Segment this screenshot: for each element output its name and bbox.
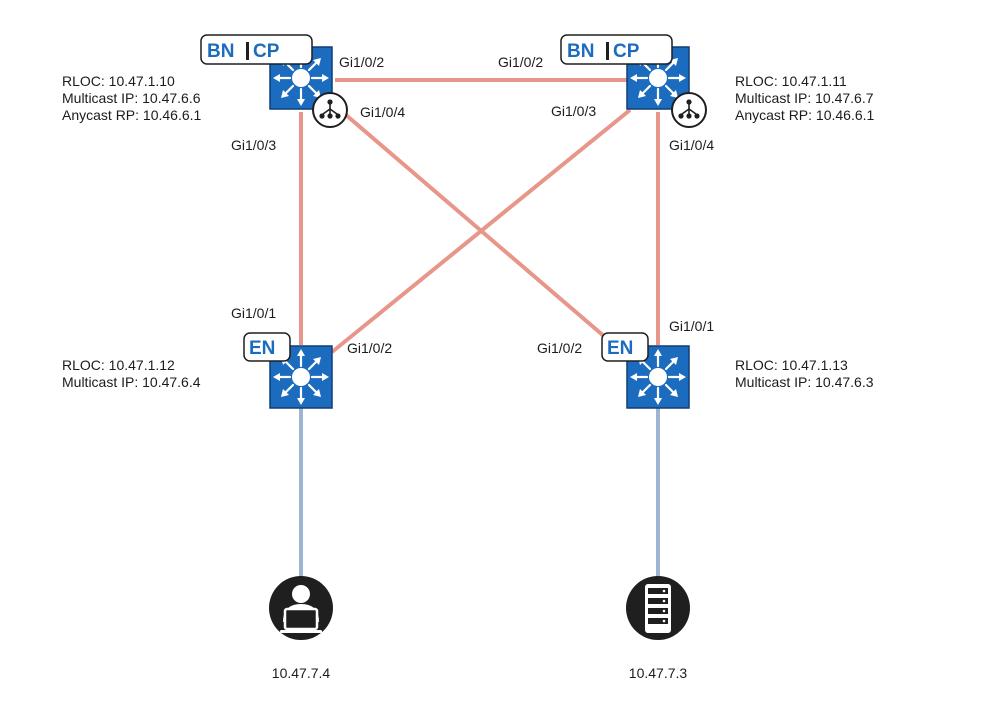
server-endpoint: 10.47.7.3 bbox=[626, 576, 690, 681]
role-tag-box bbox=[560, 34, 673, 65]
rloc-label: RLOC: 10.47.1.12 bbox=[62, 357, 175, 373]
role-tag-box bbox=[243, 332, 291, 362]
role-tag-cp: CP bbox=[253, 41, 280, 62]
role-tag-en: EN bbox=[249, 338, 275, 359]
port-label: Gi1/0/2 bbox=[498, 54, 543, 70]
user-endpoint: 10.47.7.4 bbox=[269, 576, 333, 681]
bncp-left-info: RLOC: 10.47.1.10 Multicast IP: 10.47.6.6… bbox=[62, 73, 202, 123]
role-tag-bn: BN bbox=[567, 41, 594, 62]
en-right-info: RLOC: 10.47.1.13 Multicast IP: 10.47.6.3 bbox=[735, 357, 874, 390]
port-label: Gi1/0/3 bbox=[551, 103, 596, 119]
multicast-rp-icon bbox=[312, 92, 348, 128]
anycast-rp-label: Anycast RP: 10.46.6.1 bbox=[735, 107, 875, 123]
port-labels: Gi1/0/2 Gi1/0/2 Gi1/0/4 Gi1/0/3 Gi1/0/3 … bbox=[231, 54, 714, 356]
port-label: Gi1/0/1 bbox=[231, 305, 276, 321]
rloc-label: RLOC: 10.47.1.13 bbox=[735, 357, 848, 373]
server-ip-label: 10.47.7.3 bbox=[629, 665, 688, 681]
en-right-switch: EN bbox=[601, 332, 690, 409]
bncp-left-switch: BN CP bbox=[200, 34, 348, 128]
access-links bbox=[299, 408, 660, 578]
multicast-ip-label: Multicast IP: 10.47.6.7 bbox=[735, 90, 874, 106]
port-label: Gi1/0/3 bbox=[231, 137, 276, 153]
multicast-ip-label: Multicast IP: 10.47.6.6 bbox=[62, 90, 201, 106]
port-label: Gi1/0/4 bbox=[669, 137, 714, 153]
user-ip-label: 10.47.7.4 bbox=[272, 665, 331, 681]
bncp-right-info: RLOC: 10.47.1.11 Multicast IP: 10.47.6.7… bbox=[735, 73, 875, 123]
port-label: Gi1/0/1 bbox=[669, 318, 714, 334]
port-label: Gi1/0/2 bbox=[339, 54, 384, 70]
role-tag-divider bbox=[606, 42, 609, 60]
en-left-switch: EN bbox=[243, 332, 333, 409]
link-bncp-right-to-en-left bbox=[330, 108, 632, 354]
bncp-right-switch: BN CP bbox=[560, 34, 707, 128]
en-left-info: RLOC: 10.47.1.12 Multicast IP: 10.47.6.4 bbox=[62, 357, 201, 390]
anycast-rp-label: Anycast RP: 10.46.6.1 bbox=[62, 107, 202, 123]
port-label: Gi1/0/2 bbox=[537, 340, 582, 356]
multicast-rp-icon bbox=[671, 92, 707, 128]
multicast-ip-label: Multicast IP: 10.47.6.3 bbox=[735, 374, 874, 390]
rloc-label: RLOC: 10.47.1.11 bbox=[735, 73, 847, 89]
user-laptop-icon bbox=[269, 576, 333, 640]
rloc-label: RLOC: 10.47.1.10 bbox=[62, 73, 175, 89]
role-tag-cp: CP bbox=[613, 41, 640, 62]
multicast-ip-label: Multicast IP: 10.47.6.4 bbox=[62, 374, 201, 390]
port-label: Gi1/0/2 bbox=[347, 340, 392, 356]
link-bncp-left-to-en-right bbox=[330, 101, 628, 357]
role-tag-bn: BN bbox=[207, 41, 234, 62]
fabric-links bbox=[299, 78, 660, 357]
role-tag-en: EN bbox=[607, 338, 633, 359]
role-tag-box bbox=[601, 332, 649, 362]
role-tag-divider bbox=[246, 42, 249, 60]
server-icon bbox=[626, 576, 690, 640]
role-tag-box bbox=[200, 34, 313, 65]
port-label: Gi1/0/4 bbox=[360, 104, 405, 120]
